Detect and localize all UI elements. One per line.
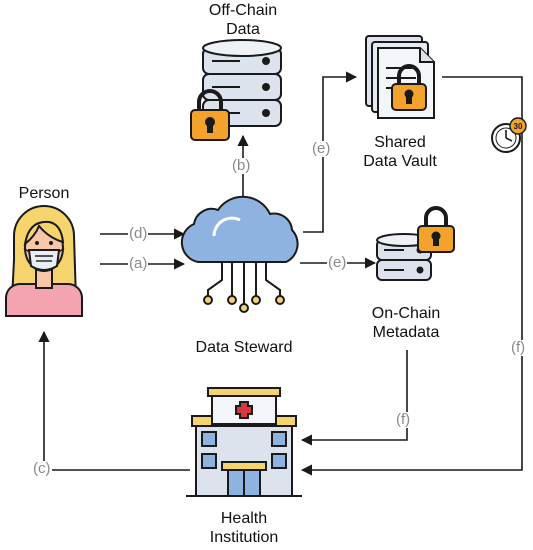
- off-chain-data-label: Off-Chain Data: [193, 1, 293, 39]
- person-avatar-icon: [5, 205, 83, 317]
- shared-vault-lock-icon: [391, 64, 427, 111]
- arrow-c: [38, 330, 190, 471]
- on-chain-label-line1: On-Chain: [371, 305, 441, 322]
- edge-label-a: (a): [128, 255, 149, 272]
- edge-label-d: (d): [128, 225, 149, 242]
- vault-label-line1: Shared: [374, 134, 426, 151]
- timer-badge-text: 30: [514, 122, 523, 131]
- edge-label-c: (c): [32, 460, 52, 477]
- edge-label-e-vault: (e): [311, 140, 332, 157]
- hospital-building-icon: [186, 387, 302, 497]
- data-steward-label: Data Steward: [195, 339, 293, 356]
- shared-data-vault-label: Shared Data Vault: [350, 133, 450, 171]
- health-institution-label: Health Institution: [194, 509, 294, 547]
- health-label-line1: Health: [220, 510, 268, 527]
- arrow-f-onchain: [300, 350, 408, 446]
- connectors: [38, 71, 523, 476]
- edge-label-b: (b): [231, 157, 252, 174]
- edge-label-e-onchain: (e): [327, 254, 348, 271]
- on-chain-metadata-label: On-Chain Metadata: [356, 304, 456, 342]
- off-chain-label-line2: Data: [226, 21, 260, 38]
- edge-label-f-onchain: (f): [395, 411, 412, 428]
- on-chain-label-line2: Metadata: [372, 324, 440, 341]
- edge-label-f-vault: (f): [510, 339, 527, 356]
- health-label-line2: Institution: [209, 529, 279, 546]
- vault-label-line2: Data Vault: [363, 153, 437, 170]
- data-steward-cloud-icon: [180, 195, 299, 313]
- off-chain-label-line1: Off-Chain: [208, 2, 278, 19]
- off-chain-lock-icon: [190, 89, 230, 141]
- on-chain-lock-icon: [417, 206, 455, 253]
- person-label: Person: [18, 185, 70, 202]
- timer-icon: 30: [491, 117, 527, 153]
- arrow-f-vault: [300, 76, 523, 476]
